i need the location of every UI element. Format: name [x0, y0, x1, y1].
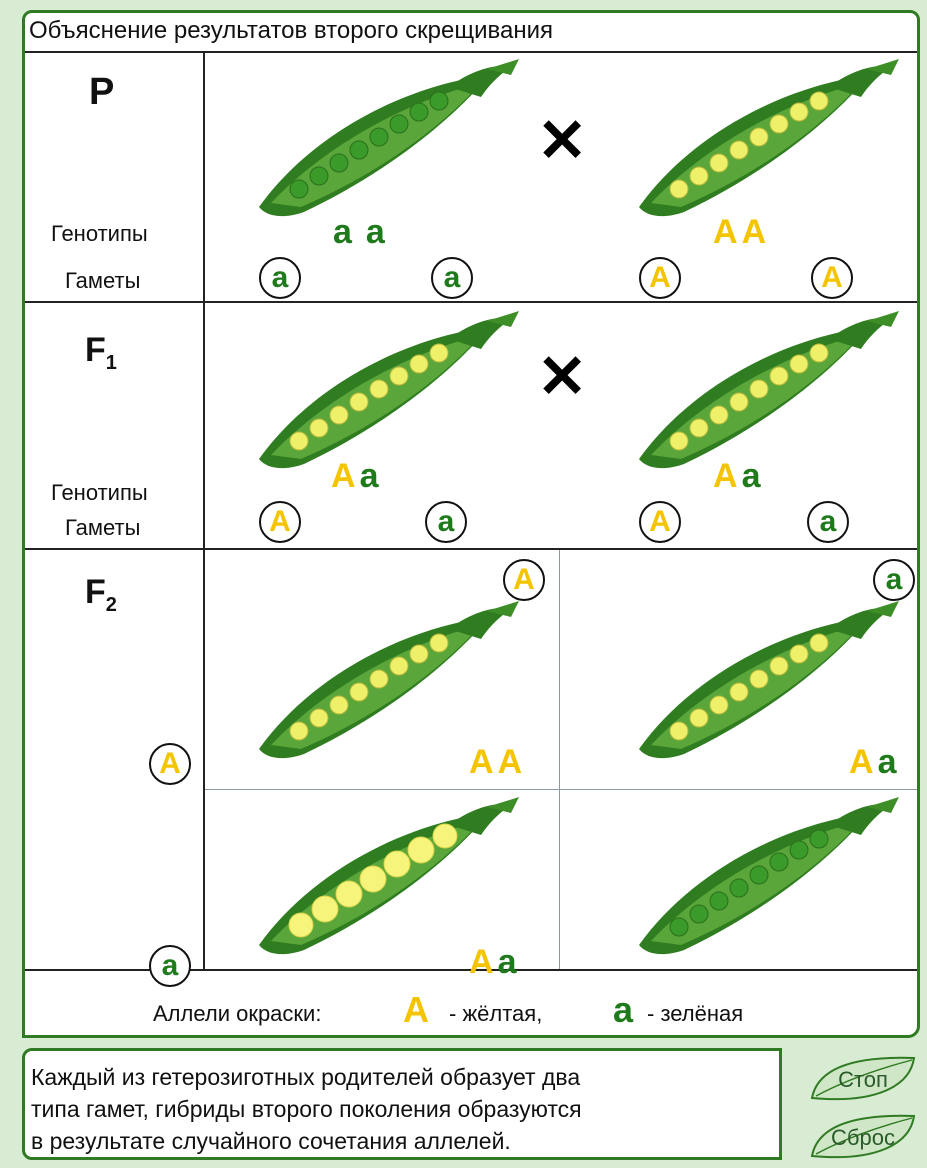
genotype-label-p: Генотипы — [51, 221, 148, 246]
divider-legend — [25, 969, 917, 971]
genotype-f1-right: Aa — [713, 457, 764, 496]
pea-pod-yellow — [259, 601, 519, 759]
pea-pod-yellow-large-peas — [259, 797, 519, 955]
message-line: Каждый из гетерозиготных родителей образ… — [31, 1064, 581, 1090]
allele: A — [469, 743, 498, 781]
genotype-f2-cell1: AA — [469, 743, 526, 782]
allele: a — [365, 213, 389, 251]
gamete-circle: a — [425, 501, 467, 543]
divider-p-f1 — [25, 301, 917, 303]
gamete-circle: A — [259, 501, 301, 543]
allele: A — [713, 213, 742, 251]
gamete-circle: A — [639, 501, 681, 543]
reset-button[interactable]: Сброс — [808, 1112, 918, 1164]
cross-symbol-f1: ✕ — [537, 343, 588, 410]
generation-letter: F — [85, 573, 106, 611]
genotype-f2-cell3: Aa — [469, 943, 520, 982]
leaf-shape — [810, 1114, 916, 1159]
pea-pod-yellow — [639, 601, 899, 759]
generation-subscript: 1 — [105, 351, 117, 374]
allele: a — [333, 213, 356, 251]
gametes-label-f1: Гаметы — [65, 515, 141, 540]
explanation-message: Каждый из гетерозиготных родителей образ… — [22, 1048, 782, 1160]
divider-f1-f2 — [25, 548, 917, 550]
gamete-circle: a — [431, 257, 473, 299]
gamete-circle: a — [259, 257, 301, 299]
message-line: в результате случайного сочетания аллеле… — [31, 1128, 511, 1154]
gamete-circle: A — [149, 743, 191, 785]
message-line: типа гамет, гибриды второго поколения об… — [31, 1096, 582, 1122]
genotype-p-right: AA — [713, 213, 770, 252]
genotype-f2-cell2: Aa — [849, 743, 900, 782]
legend-dominant-letter: A — [403, 989, 429, 1030]
gamete-circle: A — [639, 257, 681, 299]
allele: a — [741, 457, 765, 495]
allele: a — [497, 943, 521, 981]
genotype-f1-left: Aa — [331, 457, 382, 496]
legend-recessive-text: - зелёная — [647, 1001, 744, 1026]
allele: A — [741, 213, 771, 251]
panel-title: Объяснение результатов второго скрещиван… — [29, 17, 553, 44]
punnett-horizontal-line — [205, 789, 917, 790]
generation-label-p: P — [89, 71, 115, 113]
gamete-circle: A — [811, 257, 853, 299]
gamete-circle: a — [807, 501, 849, 543]
divider-label-column — [203, 51, 205, 969]
gamete-circle: a — [873, 559, 915, 601]
allele: a — [877, 743, 901, 781]
punnett-vertical-line — [559, 550, 560, 969]
generation-letter: F — [85, 331, 106, 369]
legend: Аллели окраски: A - жёлтая, a - зелёная — [25, 971, 917, 1031]
gamete-circle: A — [503, 559, 545, 601]
gametes-label-p: Гаметы — [65, 268, 141, 293]
gamete-circle: a — [149, 945, 191, 987]
allele: a — [359, 457, 383, 495]
leaf-shape — [810, 1056, 916, 1101]
pea-pod-green — [639, 797, 899, 955]
pea-pod-green — [259, 59, 519, 217]
legend-recessive-letter: a — [613, 989, 634, 1030]
legend-prefix: Аллели окраски: — [153, 1001, 322, 1026]
cross-symbol-p: ✕ — [537, 107, 588, 174]
generation-label-f1: F1 — [85, 331, 117, 375]
pea-pod-yellow — [639, 59, 899, 217]
genotype-label-f1: Генотипы — [51, 480, 148, 505]
stop-button-label: Стоп — [838, 1067, 888, 1092]
legend-dominant-text: - жёлтая, — [449, 1001, 543, 1026]
pea-pod-yellow — [259, 311, 519, 469]
generation-subscript: 2 — [105, 593, 117, 616]
reset-button-label: Сброс — [831, 1125, 895, 1150]
allele: A — [497, 743, 527, 781]
allele: A — [331, 457, 360, 495]
allele: A — [469, 943, 498, 981]
stop-button[interactable]: Стоп — [808, 1054, 918, 1106]
pea-pod-yellow — [639, 311, 899, 469]
allele: A — [713, 457, 742, 495]
generation-label-f2: F2 — [85, 573, 117, 617]
divider-title — [25, 51, 917, 53]
allele: A — [849, 743, 878, 781]
explanation-panel: Объяснение результатов второго скрещиван… — [22, 10, 920, 1038]
